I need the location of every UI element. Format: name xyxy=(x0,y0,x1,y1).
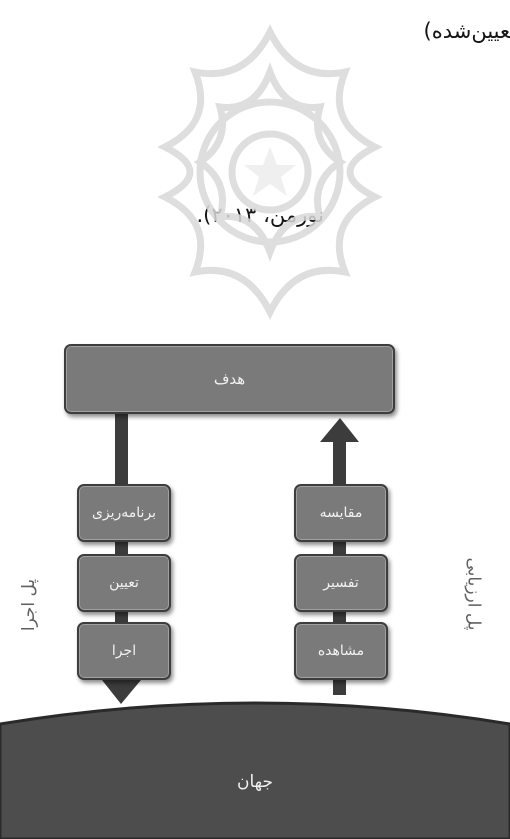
execution-flow-line xyxy=(115,410,128,690)
plan-step-label: برنامه‌ریزی xyxy=(91,505,157,521)
perform-step-label: اجرا xyxy=(111,643,137,659)
interpret-step-box: تفسیر xyxy=(294,554,388,612)
interpret-step-label: تفسیر xyxy=(323,575,359,591)
down-arrow-icon xyxy=(102,680,141,704)
up-arrow-icon xyxy=(320,418,359,442)
goal-label: هدف xyxy=(213,370,246,388)
gulf-of-evaluation-label: پل ارزیابی xyxy=(463,557,484,631)
compare-step-label: مقایسه xyxy=(319,505,363,521)
goal-box: هدف xyxy=(64,344,395,414)
world-label: جهان xyxy=(236,772,273,792)
world-shape xyxy=(0,701,510,839)
body-text-line-1: تعیین‌شده) xyxy=(423,19,510,43)
perceive-step-box: مشاهده xyxy=(294,622,388,680)
compare-step-box: مقایسه xyxy=(294,484,388,542)
perceive-step-label: مشاهده xyxy=(317,643,365,659)
gulf-of-execution-label: پل اجرا xyxy=(19,578,40,632)
perform-step-box: اجرا xyxy=(77,622,171,680)
watermark-emblem-icon xyxy=(157,24,383,320)
plan-step-box: برنامه‌ریزی xyxy=(77,484,171,542)
specify-step-box: تعیین xyxy=(77,554,171,612)
specify-step-label: تعیین xyxy=(109,575,139,591)
